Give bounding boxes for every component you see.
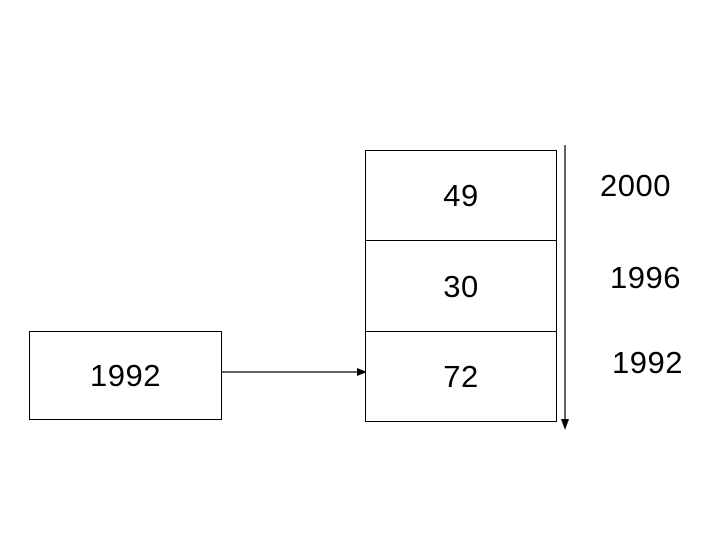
stack-cell[interactable]: 30 bbox=[366, 240, 556, 331]
arrow-down-icon bbox=[561, 145, 569, 430]
stack-cell-value: 72 bbox=[443, 359, 479, 394]
stack-cell[interactable]: 49 bbox=[366, 151, 556, 240]
source-box-label: 1992 bbox=[90, 358, 161, 393]
timeline-label-1996: 1996 bbox=[610, 260, 681, 295]
timeline-label-2000: 2000 bbox=[600, 168, 671, 203]
stack-cell-value: 30 bbox=[443, 268, 479, 304]
timeline-axis-arrow bbox=[558, 145, 574, 430]
stack-cell-value: 49 bbox=[443, 178, 479, 213]
connector-arrow bbox=[222, 365, 367, 379]
stack-cell[interactable]: 72 bbox=[366, 331, 556, 421]
arrow-right-icon bbox=[222, 368, 367, 376]
source-box[interactable]: 1992 bbox=[29, 331, 222, 420]
value-stack: 49 30 72 bbox=[365, 150, 557, 422]
timeline-label-1992: 1992 bbox=[612, 345, 683, 380]
